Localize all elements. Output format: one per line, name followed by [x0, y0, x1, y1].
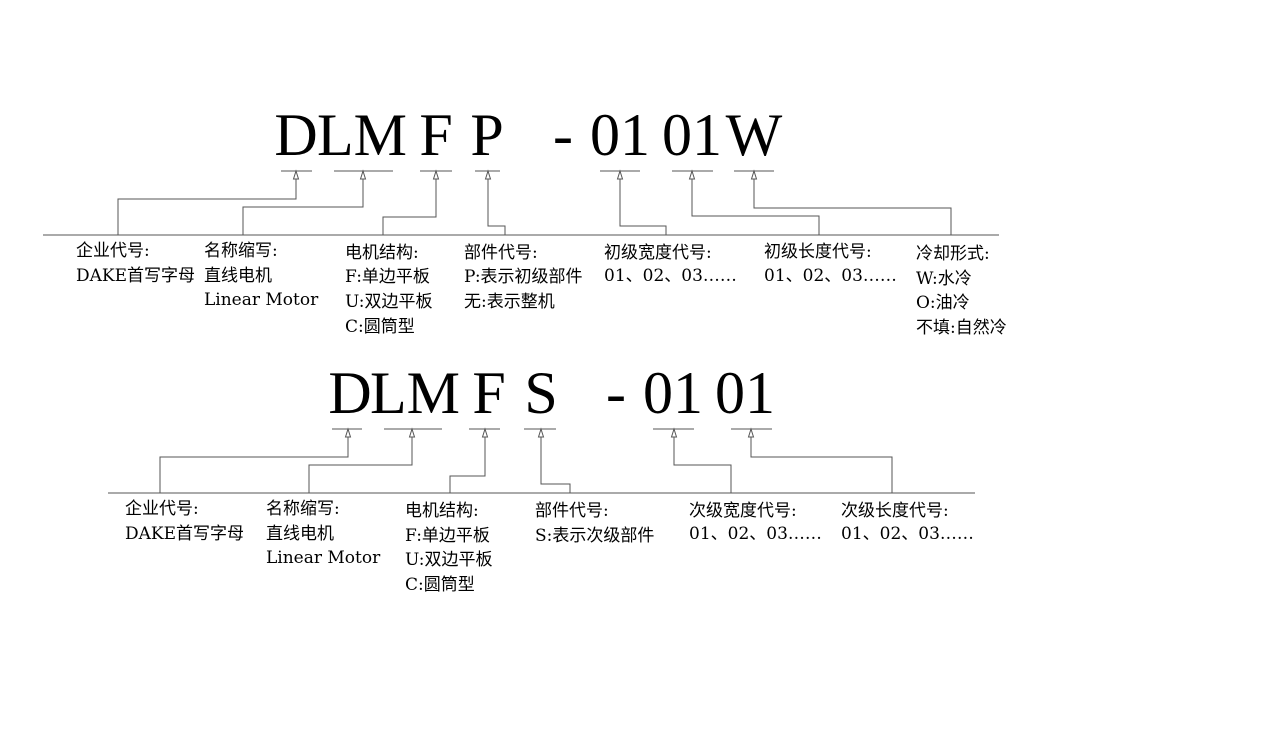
code1-char-cooling: W	[726, 102, 783, 168]
code2-labels: 企业代号: DAKE首写字母 名称缩写: 直线电机 Linear Motor 电…	[125, 499, 974, 595]
code1-char-name: LM	[317, 102, 407, 168]
model-code-1: D LM F P - 01 01 W	[43, 102, 1007, 338]
code2-width-label: 次级宽度代号: 01、02、03……	[689, 501, 822, 544]
code1-name-label: 名称缩写: 直线电机 Linear Motor	[204, 241, 319, 310]
code1-connectors	[117, 177, 952, 235]
code2-char-length: 01	[715, 360, 775, 426]
code1-part-label: 部件代号: P:表示初级部件 无:表示整机	[464, 243, 588, 312]
code2-structure-label: 电机结构: F:单边平板 U:双边平板 C:圆筒型	[405, 501, 498, 595]
code1-char-structure: F	[419, 102, 452, 168]
code2-arrowheads	[344, 427, 755, 438]
code1-labels: 企业代号: DAKE首写字母 名称缩写: 直线电机 Linear Motor 电…	[76, 241, 1007, 338]
code2-char-structure: F	[472, 360, 505, 426]
code2-char-name: LM	[370, 360, 460, 426]
model-code-2: D LM F S - 01 01	[108, 360, 975, 595]
code1-arrowheads	[292, 169, 758, 180]
code2-char-dash: -	[606, 360, 626, 426]
code1-structure-label: 电机结构: F:单边平板 U:双边平板 C:圆筒型	[345, 243, 438, 337]
code2-enterprise-label: 企业代号: DAKE首写字母	[125, 499, 244, 544]
code1-char-dash: -	[553, 102, 573, 168]
code2-char-width: 01	[643, 360, 703, 426]
code2-part-label: 部件代号: S:表示次级部件	[535, 501, 654, 546]
code1-char-length: 01	[662, 102, 722, 168]
code1-enterprise-label: 企业代号: DAKE首写字母	[76, 241, 195, 286]
code1-width-label: 初级宽度代号: 01、02、03……	[604, 243, 737, 286]
code2-char-part: S	[524, 360, 557, 426]
code1-char-enterprise: D	[274, 102, 317, 168]
code2-name-label: 名称缩写: 直线电机 Linear Motor	[266, 499, 381, 568]
code1-cooling-label: 冷却形式: W:水冷 O:油冷 不填:自然冷	[916, 244, 1007, 338]
code2-length-label: 次级长度代号: 01、02、03……	[841, 501, 974, 544]
code1-length-label: 初级长度代号: 01、02、03……	[764, 242, 897, 286]
code2-char-enterprise: D	[328, 360, 371, 426]
code2-connectors	[159, 435, 893, 493]
code1-char-part: P	[470, 102, 503, 168]
code1-char-width: 01	[590, 102, 650, 168]
